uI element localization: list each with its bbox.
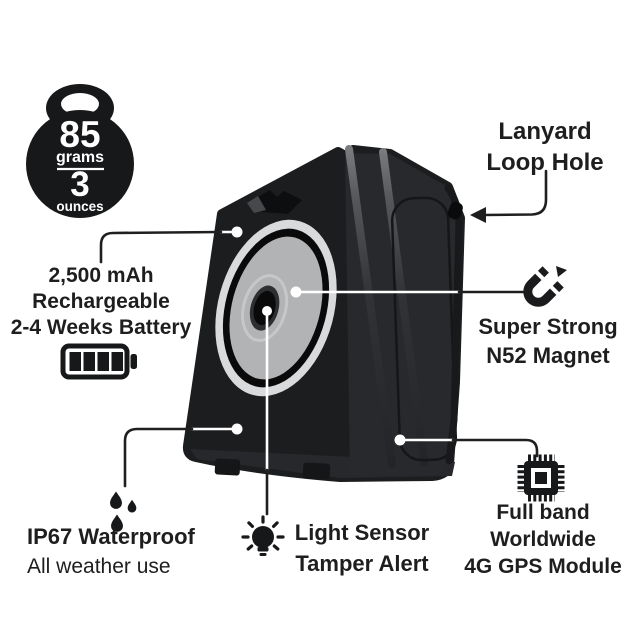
device-top-notch-highlight <box>247 196 266 213</box>
battery-icon <box>60 343 137 380</box>
chip-icon <box>517 454 565 502</box>
battery-callout-dot <box>231 226 243 238</box>
device-ridge-right <box>379 148 428 466</box>
waterproof-line1: IP67 Waterproof <box>27 524 195 549</box>
waterproof-line2: All weather use <box>27 555 171 578</box>
battery-line3: 2-4 Weeks Battery <box>10 316 192 339</box>
weight-ounces-unit: ounces <box>56 199 103 214</box>
battery-connector-line <box>99 230 223 264</box>
gps-line2: Worldwide <box>490 528 596 551</box>
light-line1: Light Sensor <box>294 520 430 545</box>
lanyard-line1: Lanyard <box>498 118 592 145</box>
weight-grams-unit: grams <box>56 149 104 166</box>
battery-line2: Rechargeable <box>32 290 170 313</box>
water-drops-icon <box>110 491 137 532</box>
gps-line3: 4G GPS Module <box>464 555 622 578</box>
light-line2: Tamper Alert <box>295 551 429 576</box>
light-sensor-callout: Light Sensor Tamper Alert <box>282 517 442 579</box>
device-back-seam <box>390 196 458 462</box>
magnet-line1: Super Strong <box>478 314 618 339</box>
light-bulb-icon <box>241 515 285 556</box>
lanyard-arrow-head <box>470 207 486 223</box>
weight-grams-value: 85 <box>59 114 100 155</box>
device-foot-right <box>302 462 331 480</box>
magnet-callout: Super Strong N52 Magnet <box>458 312 638 370</box>
weight-ounces-value: 3 <box>70 165 89 204</box>
lanyard-callout: Lanyard Loop Hole <box>463 116 627 178</box>
gps-connector-line <box>451 438 539 458</box>
kettlebell-icon: 85 grams 3 ounces <box>26 84 134 218</box>
device-ridge-left <box>345 145 396 468</box>
waterproof-callout: IP67 Waterproof All weather use <box>27 522 195 581</box>
gps-line1: Full band <box>496 501 590 524</box>
magnet-line2: N52 Magnet <box>486 343 610 368</box>
connectors <box>99 169 548 516</box>
gps-callout-dot <box>394 434 406 446</box>
gps-callout: Full band Worldwide 4G GPS Module <box>453 499 633 580</box>
light-callout-dot <box>262 306 272 316</box>
magnet-icon <box>523 266 567 307</box>
device-foot-left <box>214 458 241 476</box>
lanyard-line2: Loop Hole <box>486 149 604 176</box>
battery-line1: 2,500 mAh <box>48 264 154 287</box>
magnet-callout-dot <box>290 286 302 298</box>
lanyard-arrow-line <box>482 169 548 217</box>
battery-callout: 2,500 mAh Rechargeable 2-4 Weeks Battery <box>3 263 199 341</box>
gps-tracker-device <box>182 145 465 482</box>
waterproof-connector-line <box>123 427 194 488</box>
waterproof-callout-dot <box>231 423 243 435</box>
magnet-plate <box>215 219 337 397</box>
lanyard-loop-hole <box>447 201 463 220</box>
